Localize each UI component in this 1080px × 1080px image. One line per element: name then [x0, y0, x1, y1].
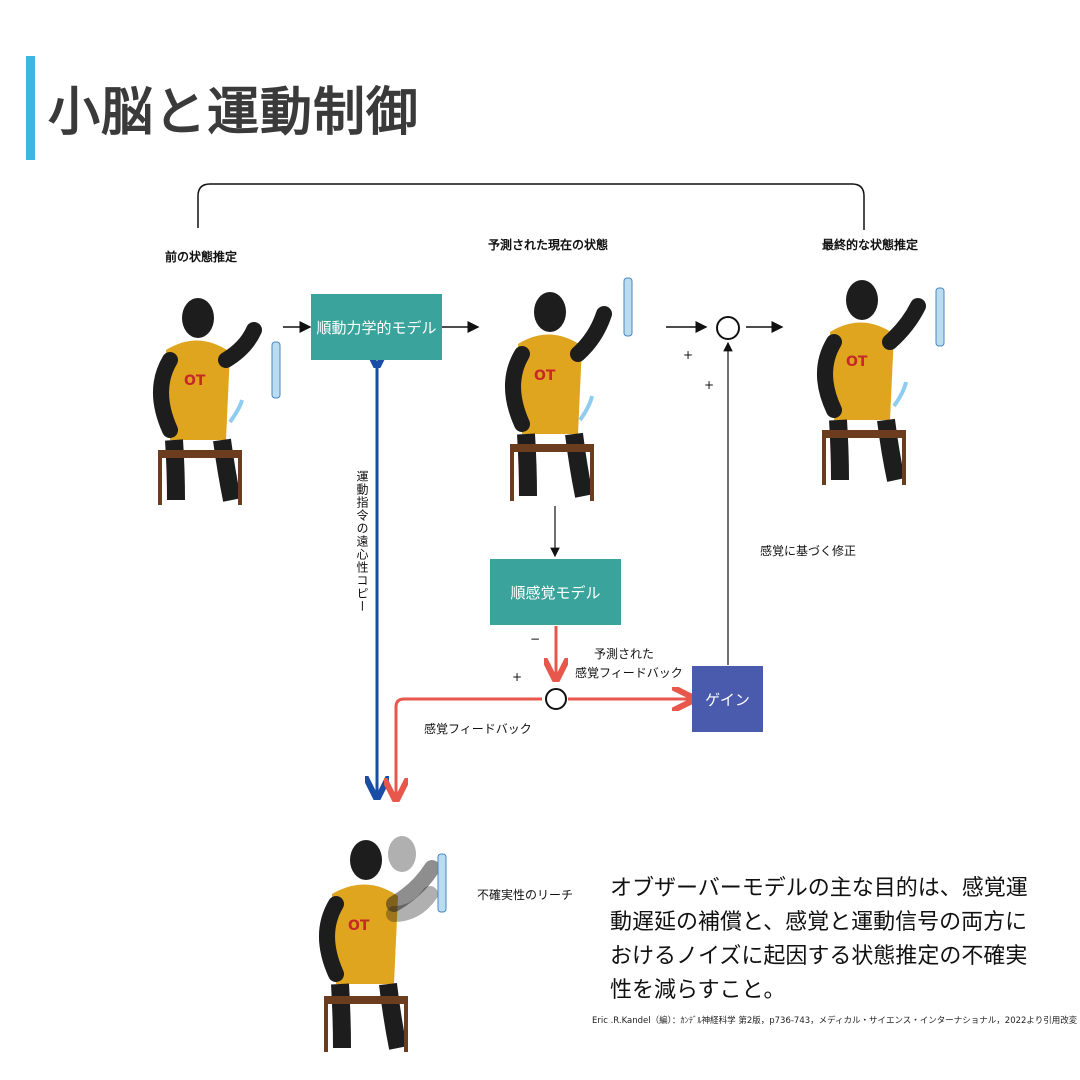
svg-text:OT: OT: [184, 373, 206, 389]
label-correction: 感覚に基づく修正: [760, 544, 857, 558]
sign-plus-top-bottom: +: [704, 378, 715, 392]
top-loop-line: [197, 183, 865, 230]
gorilla-figure-predicted: OT: [505, 277, 633, 501]
label-prev-state: 前の状態推定: [165, 250, 238, 264]
label-final-state: 最終的な状態推定: [822, 238, 919, 252]
title-accent-bar: [26, 56, 35, 160]
sum-junction-bottom: [545, 688, 567, 710]
forward-dynamics-model-box: 順動力学的モデル: [311, 294, 442, 360]
label-efference-copy: 運動指令の遠心性コピー: [355, 470, 369, 613]
label-predicted-feedback-2: 感覚フィードバック: [575, 666, 683, 680]
page-title: 小脳と運動制御: [48, 83, 420, 143]
sign-plus-bottom: +: [512, 670, 523, 684]
forward-sensory-model-box: 順感覚モデル: [490, 559, 621, 625]
svg-text:OT: OT: [348, 918, 370, 934]
sign-minus: −: [530, 632, 541, 646]
label-uncertain-reach: 不確実性のリーチ: [477, 888, 574, 902]
gain-box: ゲイン: [692, 666, 763, 732]
label-sensory-feedback: 感覚フィードバック: [424, 722, 532, 736]
summary-text: オブザーバーモデルの主な目的は、感覚運動遅延の補償と、感覚と運動信号の両方におけ…: [610, 876, 1028, 1003]
sign-plus-top-left: +: [683, 348, 694, 362]
svg-text:OT: OT: [534, 368, 556, 384]
svg-text:OT: OT: [846, 354, 868, 370]
label-predicted-feedback-1: 予測された: [594, 647, 655, 661]
gorilla-figure-final: OT: [817, 280, 945, 485]
sensory-feedback-arrow: [396, 697, 542, 796]
sum-junction-top: [716, 316, 740, 340]
citation: Eric .R.Kandel（編）：ｶﾝﾃﾞﾙ神経科学 第2版，p736-743…: [592, 1016, 1078, 1026]
gorilla-figure-prev: OT: [153, 298, 281, 505]
gorilla-figure-uncertain: OT: [319, 836, 447, 1052]
label-predicted-state: 予測された現在の状態: [488, 238, 609, 252]
